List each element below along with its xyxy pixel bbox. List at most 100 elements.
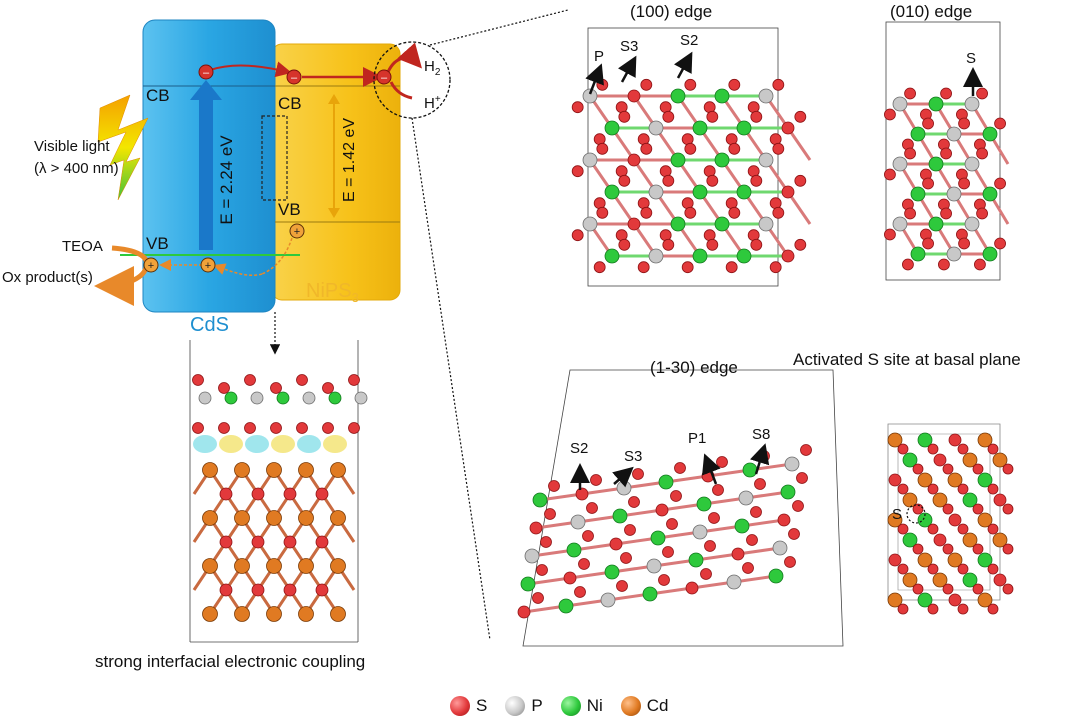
atom <box>250 391 264 405</box>
atom <box>612 508 628 524</box>
atom <box>582 530 594 542</box>
atom <box>348 374 360 386</box>
atom <box>917 552 933 568</box>
atom <box>910 186 926 202</box>
atom <box>648 184 664 200</box>
atom <box>712 484 724 496</box>
atom <box>976 207 988 220</box>
cds-gap-label: E = 2.24 eV <box>217 135 236 225</box>
atom <box>218 382 230 394</box>
atom <box>666 518 678 530</box>
atom <box>940 87 952 100</box>
electron-nips3-2: – <box>376 69 392 85</box>
atom <box>532 492 548 508</box>
atom <box>642 586 658 602</box>
atom <box>590 474 602 486</box>
atom <box>706 238 719 251</box>
lightning-icon <box>97 94 149 201</box>
atom <box>902 572 918 588</box>
atom <box>574 586 586 598</box>
atom <box>750 110 763 123</box>
atom <box>796 472 808 484</box>
ni-atom-icon <box>560 696 581 716</box>
atom <box>728 206 741 219</box>
atom <box>758 216 774 232</box>
atom <box>604 184 620 200</box>
atom <box>628 496 640 508</box>
atom <box>582 88 598 104</box>
atom <box>902 258 914 271</box>
atom <box>957 563 969 575</box>
atom <box>218 422 230 434</box>
atom <box>648 120 664 136</box>
atom <box>692 524 708 540</box>
atom <box>330 606 346 622</box>
atom <box>976 87 988 100</box>
atom <box>270 382 282 394</box>
atom <box>781 185 795 199</box>
atom <box>972 463 984 475</box>
atom <box>670 152 686 168</box>
atom <box>892 156 908 172</box>
atom <box>904 147 916 160</box>
legend-item-s: S <box>450 696 487 716</box>
atom <box>670 490 682 502</box>
atom <box>726 574 742 590</box>
hole-3: + <box>289 223 305 239</box>
atom <box>738 490 754 506</box>
atom <box>685 581 699 595</box>
atom <box>987 563 999 575</box>
atom <box>266 558 282 574</box>
atom <box>234 510 250 526</box>
atom <box>942 503 954 515</box>
atom <box>563 571 577 585</box>
atom <box>662 546 674 558</box>
atom <box>888 473 902 487</box>
atom <box>794 174 807 187</box>
atom <box>750 174 763 187</box>
atom <box>1002 503 1014 515</box>
atom <box>234 558 250 574</box>
atom <box>788 528 800 540</box>
atom <box>922 117 934 130</box>
atom <box>772 142 785 155</box>
atom <box>976 147 988 160</box>
atom <box>618 238 631 251</box>
legend-item-cd: Cd <box>620 696 668 716</box>
atom <box>627 153 641 167</box>
atom <box>932 572 948 588</box>
atom <box>977 592 993 608</box>
atom <box>977 512 993 528</box>
cb-right-label: CB <box>278 94 302 113</box>
charge-density <box>219 435 243 453</box>
atom <box>298 558 314 574</box>
atom <box>570 514 586 530</box>
atom <box>922 177 934 190</box>
atom <box>596 206 609 219</box>
s-atom-icon <box>450 696 470 716</box>
atom <box>800 444 812 456</box>
atom <box>616 480 632 496</box>
atom <box>536 564 548 576</box>
hole-1: + <box>143 257 159 273</box>
site-p-100: P <box>594 48 605 65</box>
atom <box>938 258 950 271</box>
atom <box>948 433 962 447</box>
atom <box>784 456 800 472</box>
atom <box>897 483 909 495</box>
atom <box>917 512 933 528</box>
light-label-1: Visible light <box>34 138 110 155</box>
atom <box>283 535 297 549</box>
cd-atom-icon <box>620 696 641 716</box>
atom <box>731 547 745 561</box>
atom <box>582 216 598 232</box>
atom <box>637 261 650 274</box>
atom <box>947 552 963 568</box>
atom <box>548 480 560 492</box>
hplus-label: H+ <box>424 94 441 112</box>
atom <box>902 492 918 508</box>
cds-label: CdS <box>190 314 229 336</box>
atom <box>544 508 556 520</box>
